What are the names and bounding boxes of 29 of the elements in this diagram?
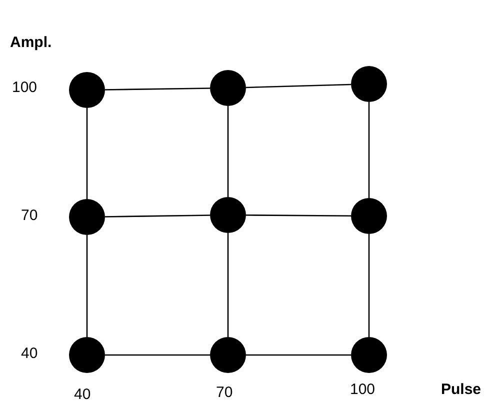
connector-line: [105, 88, 210, 90]
connector-line: [246, 214, 351, 217]
axis-tick-label: 40: [21, 345, 38, 363]
connector-line: [86, 108, 88, 199]
grid-point: [69, 337, 105, 373]
connector-line: [105, 354, 210, 356]
connector-line: [368, 234, 370, 337]
connector-line: [227, 106, 229, 197]
grid-point: [210, 197, 246, 233]
connector-line: [246, 354, 351, 356]
connector-line: [105, 214, 210, 218]
grid-point: [69, 72, 105, 108]
grid-point: [69, 199, 105, 235]
grid-point: [210, 337, 246, 373]
grid-point: [351, 337, 387, 373]
axis-tick-label: 70: [21, 207, 38, 225]
axis-tick-label: 70: [216, 384, 233, 402]
axis-title: Pulse: [441, 381, 482, 399]
grid-point: [351, 66, 387, 102]
axis-tick-label: 40: [74, 386, 91, 404]
connector-line: [246, 84, 352, 88]
connector-line: [86, 235, 88, 337]
connector-line: [368, 102, 370, 198]
axis-tick-label: 100: [12, 79, 38, 97]
axis-tick-label: 100: [350, 381, 376, 399]
connector-line: [227, 233, 229, 337]
grid-point: [351, 198, 387, 234]
axis-title: Ampl.: [10, 34, 52, 52]
grid-point: [210, 70, 246, 106]
